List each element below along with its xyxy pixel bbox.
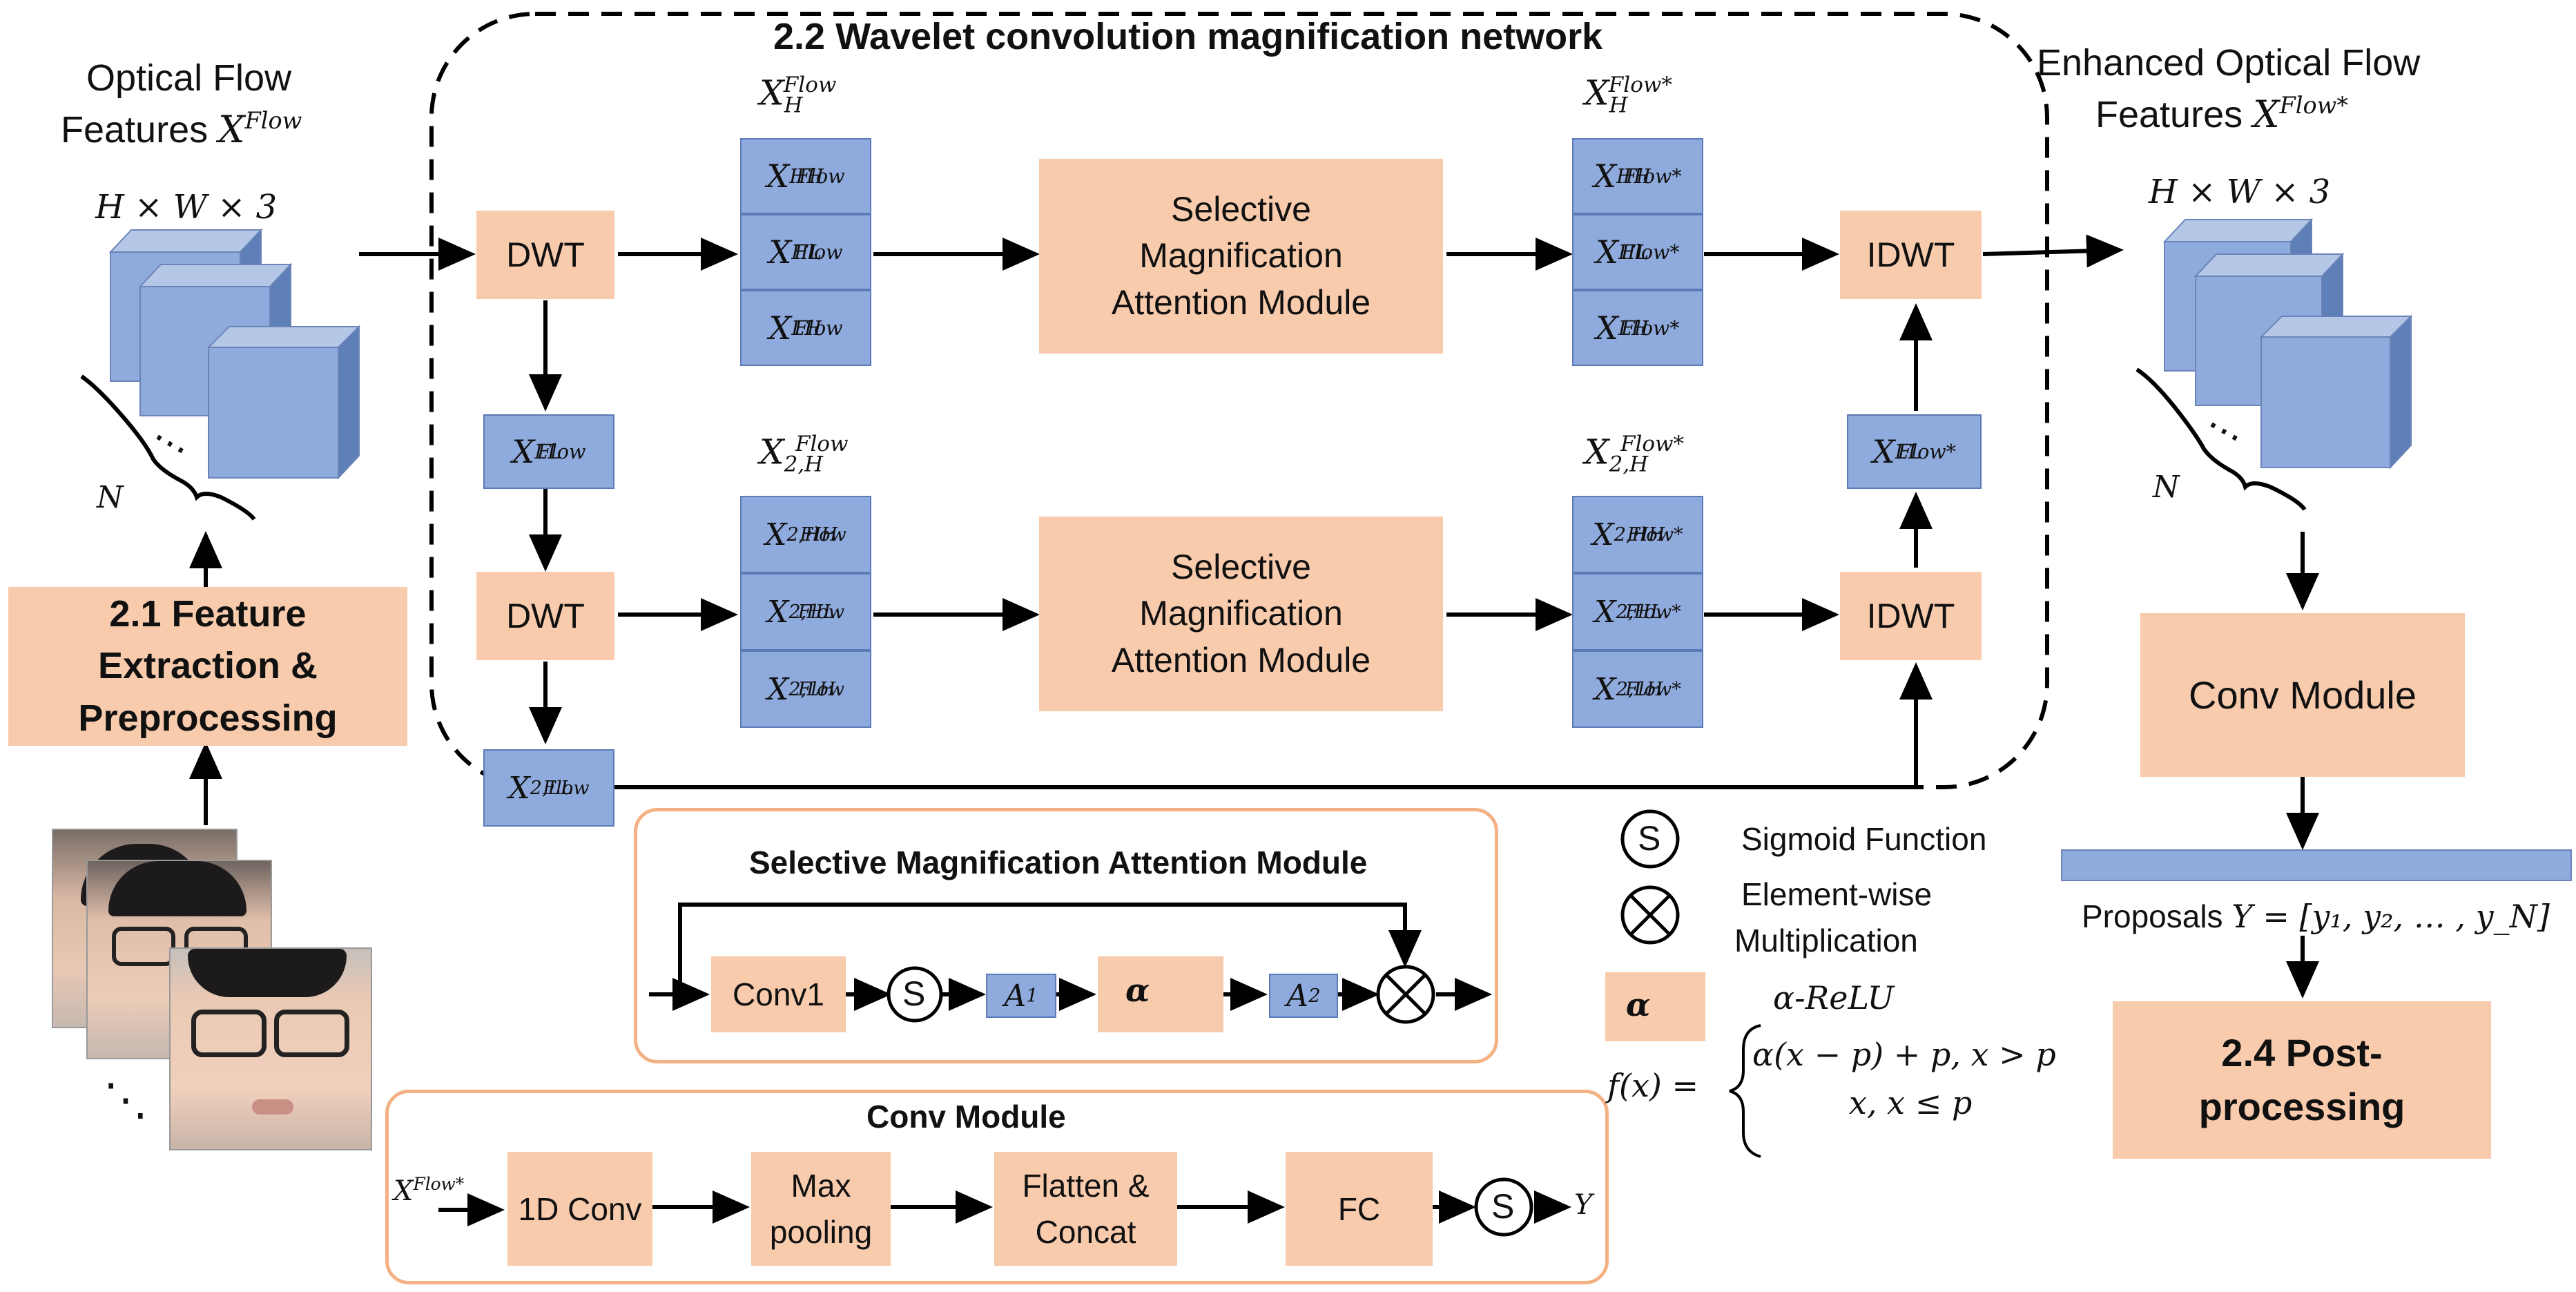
l2-h-group-label: X2,HFlow	[759, 432, 849, 477]
sma-panel	[634, 808, 1498, 1063]
proposals-label: Proposals Y = [y₁, y₂, … , y_N]	[2082, 898, 2550, 935]
conv-panel-title: Conv Module	[866, 1099, 1066, 1135]
conv-panel-input: XFlow*	[394, 1174, 465, 1207]
input-title-line2: Features XFlow	[61, 107, 302, 152]
input-count: N	[97, 480, 124, 515]
output-dims: H × W × 3	[2149, 173, 2331, 211]
legend-sigmoid-symbol: S	[1638, 819, 1661, 858]
output-brace	[2136, 367, 2307, 511]
output-title-line1: Enhanced Optical Flow	[2037, 42, 2421, 84]
idwt2-box: IDWT	[1840, 572, 1982, 660]
conv-panel	[385, 1090, 1609, 1284]
input-title-line1: Optical Flow	[86, 57, 292, 99]
l2-h-group-out-label: X2,HFlow*	[1585, 432, 1685, 477]
sma-conv1-box: Conv1	[711, 956, 846, 1032]
feature-extraction-box: 2.1 Feature Extraction & Preprocessing	[8, 587, 407, 746]
legend-mult-label-2: Multiplication	[1734, 923, 1918, 958]
sma-sigmoid-symbol: S	[902, 974, 926, 1013]
formula-lhs: f(x) =	[1607, 1067, 1699, 1104]
conv-sigmoid-circle	[1474, 1177, 1533, 1237]
l1-h-group-label: XHFlow	[759, 73, 837, 118]
input-dims: H × W × 3	[95, 188, 278, 226]
sma2-box: Selective Magnification Attention Module	[1039, 517, 1443, 711]
legend-sigmoid-label: Sigmoid Function	[1741, 821, 1987, 857]
frames-dots: ⋱	[104, 1074, 148, 1124]
input-cube-stack	[80, 228, 361, 521]
idwt1-box: IDWT	[1840, 211, 1982, 299]
right-conv-module-box: Conv Module	[2140, 613, 2465, 777]
face-frame-3	[169, 947, 372, 1150]
network-dashed-region	[429, 12, 2049, 789]
proposals-bar	[2061, 849, 2572, 881]
conv-sigmoid-symbol: S	[1491, 1187, 1515, 1226]
l1-h-group-out-label: XHFlow*	[1585, 73, 1672, 118]
output-cube-stack	[2136, 218, 2413, 511]
formula-brace	[1729, 1024, 1761, 1158]
legend-mult-label-1: Element-wise	[1741, 876, 1933, 912]
conv-step-fc: FC	[1286, 1152, 1433, 1266]
postprocessing-box: 2.4 Post- processing	[2113, 1001, 2491, 1159]
legend-alpha-relu: α-ReLU	[1773, 979, 1895, 1016]
output-title-line2: Features XFlow*	[2095, 92, 2349, 137]
legend-alpha-box: α	[1605, 972, 1705, 1041]
sma-sigmoid-circle	[887, 966, 943, 1023]
conv-step-1d-conv: 1D Conv	[507, 1152, 652, 1266]
conv-step-flatten-concat: Flatten & Concat	[994, 1152, 1177, 1266]
conv-output-y: Y	[1574, 1189, 1593, 1221]
output-count: N	[2153, 470, 2180, 505]
formula-case-2: x, x ≤ p	[1849, 1084, 1973, 1121]
legend-sigmoid-circle	[1620, 809, 1680, 869]
formula-case-1: α(x − p) + p, x > p	[1752, 1036, 2056, 1073]
dwt2-box: DWT	[476, 572, 614, 660]
sma1-box: Selective Magnification Attention Module	[1039, 159, 1443, 354]
network-title: 2.2 Wavelet convolution magnification ne…	[773, 16, 1603, 57]
dwt1-box: DWT	[476, 211, 614, 299]
sma-panel-title: Selective Magnification Attention Module	[749, 845, 1368, 880]
sma-alpha-box: α	[1098, 956, 1223, 1032]
input-brace	[80, 374, 256, 521]
conv-step-max-pooling: Max pooling	[751, 1152, 891, 1266]
